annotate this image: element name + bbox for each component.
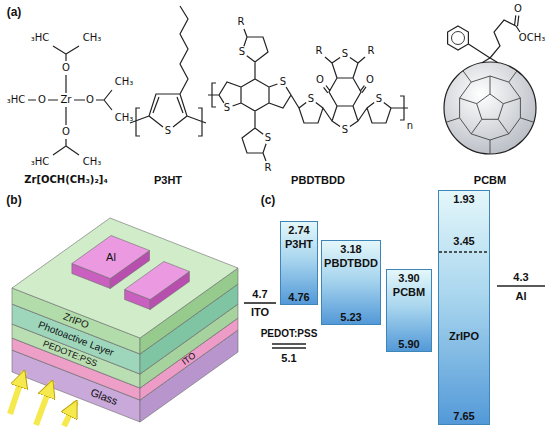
energy-value: 4.76 [288, 292, 309, 303]
fullerene-cage [446, 71, 533, 154]
atom-label: O [316, 75, 324, 85]
electrode-label: ITO [251, 307, 269, 318]
phenyl-aromatic-ring [452, 32, 465, 45]
compound-name: PCBM [474, 175, 506, 186]
energy-value: 4.7 [252, 289, 267, 300]
energy-value: 1.93 [453, 194, 474, 205]
compound-name: PBDTBDD [291, 175, 345, 186]
atom-label: O [86, 95, 94, 105]
pcbm-side-chain-bonds [448, 15, 520, 62]
atom-label: O [38, 95, 46, 105]
atom-label: S [308, 94, 314, 104]
energy-value: 5.90 [398, 339, 419, 350]
panel-letter: (a) [7, 6, 22, 18]
material-name: PBDTBDD [324, 258, 378, 269]
compound-name: P3HT [154, 175, 182, 186]
atom-label: S [376, 94, 382, 104]
energy-level-box: 3.90PCBM 5.90 [386, 269, 432, 352]
al-electrode [72, 236, 150, 279]
material-name: ZrIPO [449, 331, 479, 342]
light-arrows [10, 372, 76, 426]
atom-label: ₃HC [7, 95, 26, 105]
atom-label: Zr [61, 95, 72, 105]
energy-value: 5.23 [340, 312, 361, 323]
layer-label: Glass [89, 387, 119, 407]
energy-value: 3.45 [453, 236, 474, 247]
al-electrode [125, 262, 190, 300]
electrode-label: Al [516, 291, 527, 302]
energy-level-box: 3.18PBDTBDD 5.23 [321, 240, 381, 325]
atom-label: R [238, 17, 245, 27]
pbdtbdd-bonds [208, 29, 408, 161]
zripo-layer [12, 218, 238, 338]
ito-level-line [244, 302, 276, 304]
material-name: P3HT [285, 239, 313, 250]
layer-label: ZrIPO [62, 311, 90, 330]
material-name: PCBM [393, 287, 425, 298]
atom-label: R [316, 46, 323, 56]
atom-label: S [342, 49, 348, 59]
light-arrow [10, 372, 24, 414]
atom-label: S [224, 103, 230, 113]
dashed-level-line [439, 191, 489, 424]
atom-label: R [265, 163, 272, 173]
atom-label: S [239, 47, 245, 57]
light-arrow [36, 382, 52, 425]
energy-value: 4.3 [513, 272, 528, 283]
panel-letter: (c) [261, 194, 276, 206]
atom-label: CH₃ [83, 157, 102, 167]
atom-label: S [165, 126, 171, 136]
energy-value: 3.18 [340, 244, 361, 255]
atom-label: O [514, 4, 522, 14]
energy-value: 5.1 [281, 353, 296, 364]
atom-label: CH₃ [83, 33, 102, 43]
atom-label: ₃HC [31, 157, 50, 167]
p3ht-bonds [130, 6, 206, 136]
layer-label: ITO [180, 351, 197, 367]
electrode-label: PEDOT:PSS [261, 329, 318, 339]
layer-label: Al [106, 252, 116, 263]
atom-label: CH₃ [115, 113, 134, 123]
atom-label: O [366, 75, 374, 85]
energy-level-box: 2.74P3HT 4.76 [280, 221, 318, 305]
compound-name: Zr[OCH(CH₃)₂]₄ [24, 175, 108, 185]
atom-label: S [265, 133, 271, 143]
atom-label: O [62, 63, 70, 73]
energy-value: 7.65 [453, 411, 474, 422]
atom-label: S [280, 77, 286, 87]
energy-value: 3.90 [398, 273, 419, 284]
zr-isopropoxide-bonds [28, 46, 112, 155]
atom-label: CH₃ [115, 77, 134, 87]
energy-level-box: 1.93 3.45ZrIPO 7.65 [438, 190, 490, 425]
fullerene-sphere [444, 62, 536, 154]
light-arrow [64, 402, 76, 426]
atom-label: R [368, 46, 375, 56]
atom-label: OCH₃ [519, 33, 545, 43]
al-level-line [497, 285, 545, 287]
atom-label: O [62, 127, 70, 137]
energy-value: 2.74 [288, 225, 309, 236]
dashed-level-line [439, 251, 489, 253]
repeat-index: n [407, 121, 413, 131]
panel-letter: (b) [6, 194, 21, 206]
pedot-level-lines [272, 344, 306, 348]
atom-label: ₃HC [31, 33, 50, 43]
atom-label: S [342, 125, 348, 135]
